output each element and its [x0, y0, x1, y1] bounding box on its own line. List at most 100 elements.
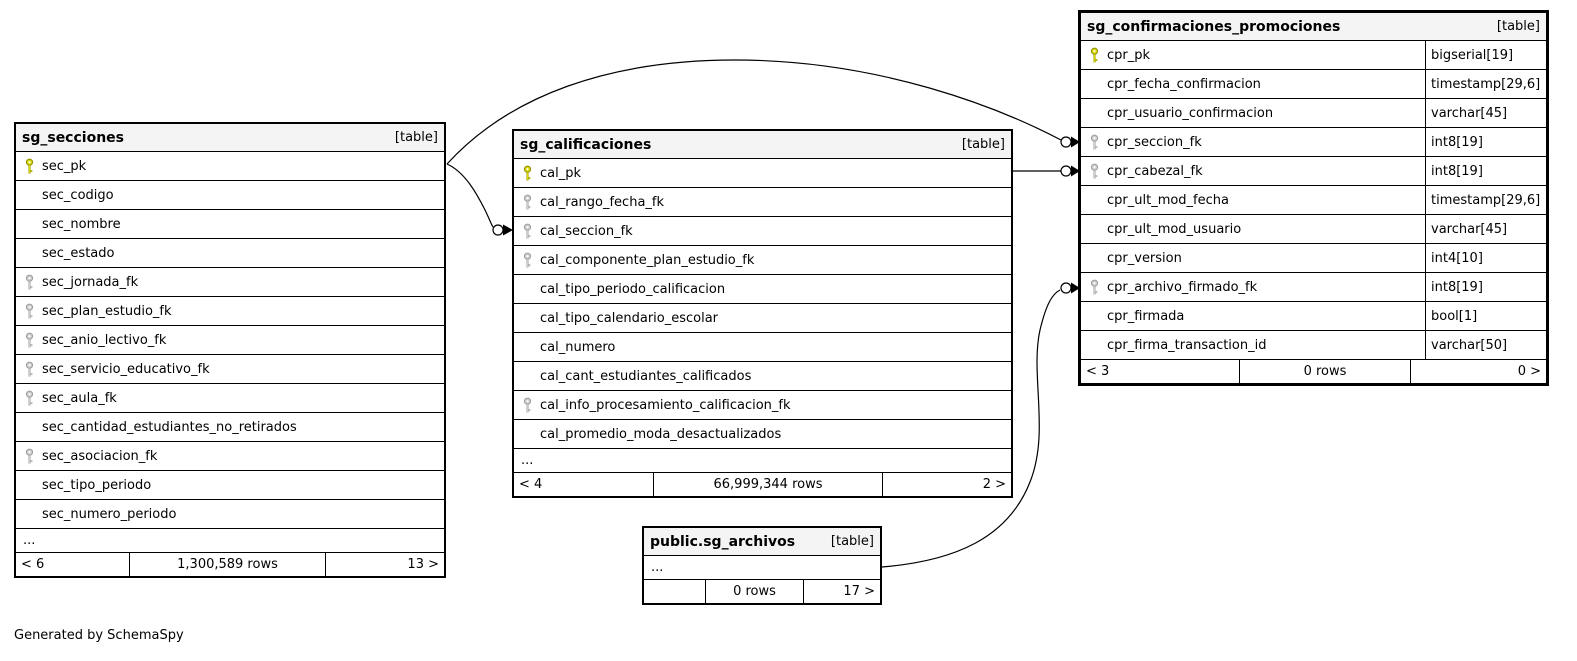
- table-type-badge: [table]: [1496, 19, 1540, 34]
- column-row-sec_nombre[interactable]: sec_nombre: [16, 210, 444, 239]
- column-row-cal_tipo_periodo_calificacion[interactable]: cal_tipo_periodo_calificacion: [514, 275, 1011, 304]
- column-name: cpr_ult_mod_fecha: [1107, 192, 1229, 208]
- key-glyph: [523, 252, 531, 267]
- column-row-cpr_seccion_fk[interactable]: cpr_seccion_fk int8[19]: [1081, 128, 1546, 157]
- key-glyph: [1090, 163, 1098, 178]
- table-header[interactable]: public.sg_archivos [table]: [644, 528, 880, 556]
- key-glyph: [25, 448, 33, 463]
- column-row-sec_cantidad_estudiantes_no_retirados[interactable]: sec_cantidad_estudiantes_no_retirados: [16, 413, 444, 442]
- ellipsis-row: ...: [644, 556, 880, 580]
- row-count: 0 rows: [705, 580, 803, 603]
- relationship-calificaciones-to-confirmaciones: [1013, 165, 1080, 177]
- column-name: cpr_cabezal_fk: [1107, 163, 1203, 179]
- key-glyph: [1090, 47, 1098, 62]
- zero-or-one-circle: [1060, 136, 1072, 148]
- column-row-sec_tipo_periodo[interactable]: sec_tipo_periodo: [16, 471, 444, 500]
- column-name: sec_cantidad_estudiantes_no_retirados: [42, 419, 297, 435]
- column-row-sec_aula_fk[interactable]: sec_aula_fk: [16, 384, 444, 413]
- column-name: sec_tipo_periodo: [42, 477, 152, 493]
- column-row-cal_numero[interactable]: cal_numero: [514, 333, 1011, 362]
- hidden-parents-count: < 4: [519, 477, 543, 492]
- foreign-key-icon: [514, 252, 540, 269]
- column-name: cal_rango_fecha_fk: [540, 194, 665, 210]
- hidden-parents-count: < 3: [1086, 364, 1110, 379]
- column-name: cpr_usuario_confirmacion: [1107, 105, 1274, 121]
- column-type: int8[19]: [1425, 273, 1546, 301]
- column-name: cpr_ult_mod_usuario: [1107, 221, 1242, 237]
- hidden-children-count: 13 >: [325, 553, 444, 576]
- column-name: cal_pk: [540, 165, 582, 181]
- column-row-cpr_ult_mod_fecha[interactable]: cpr_ult_mod_fecha timestamp[29,6]: [1081, 186, 1546, 215]
- column-row-cal_seccion_fk[interactable]: cal_seccion_fk: [514, 217, 1011, 246]
- column-row-cal_pk[interactable]: cal_pk: [514, 159, 1011, 188]
- foreign-key-icon: [16, 303, 42, 320]
- table-header[interactable]: sg_confirmaciones_promociones [table]: [1081, 13, 1546, 41]
- column-type: timestamp[29,6]: [1425, 186, 1546, 214]
- hidden-children-count: 17 >: [803, 580, 880, 603]
- column-row-sec_anio_lectivo_fk[interactable]: sec_anio_lectivo_fk: [16, 326, 444, 355]
- table-sg-calificaciones[interactable]: sg_calificaciones [table] cal_pk cal_rang…: [512, 129, 1013, 498]
- table-header[interactable]: sg_secciones [table]: [16, 124, 444, 152]
- generated-by-note: Generated by SchemaSpy: [14, 628, 184, 643]
- table-title: public.sg_archivos: [650, 533, 796, 550]
- arrowhead-icon: [1071, 282, 1080, 294]
- column-row-cal_promedio_moda_desactualizados[interactable]: cal_promedio_moda_desactualizados: [514, 420, 1011, 449]
- table-footer: < 4 66,999,344 rows 2 >: [514, 473, 1011, 496]
- primary-key-icon: [1081, 47, 1107, 64]
- ellipsis-text: ...: [521, 453, 534, 468]
- relationship-secciones-to-calificaciones: [446, 163, 513, 236]
- column-name: cal_seccion_fk: [540, 223, 633, 239]
- key-glyph: [25, 158, 33, 173]
- hidden-parents-count: < 6: [21, 557, 45, 572]
- column-type: int8[19]: [1425, 157, 1546, 185]
- column-row-sec_pk[interactable]: sec_pk: [16, 152, 444, 181]
- column-type: int8[19]: [1425, 128, 1546, 156]
- column-name: cal_numero: [540, 339, 616, 355]
- column-row-sec_numero_periodo[interactable]: sec_numero_periodo: [16, 500, 444, 529]
- arrowhead-icon: [503, 224, 513, 236]
- table-public-sg-archivos[interactable]: public.sg_archivos [table] ... 0 rows 17…: [642, 526, 882, 605]
- key-glyph: [1090, 279, 1098, 294]
- column-name: sec_asociacion_fk: [42, 448, 158, 464]
- column-row-cal_rango_fecha_fk[interactable]: cal_rango_fecha_fk: [514, 188, 1011, 217]
- column-row-cal_tipo_calendario_escolar[interactable]: cal_tipo_calendario_escolar: [514, 304, 1011, 333]
- column-name: cal_promedio_moda_desactualizados: [540, 426, 782, 442]
- key-glyph: [25, 332, 33, 347]
- zero-or-one-circle: [492, 224, 504, 236]
- relationship-archivos-to-confirmaciones: [881, 282, 1080, 568]
- column-name: cpr_version: [1107, 250, 1182, 266]
- column-row-sec_jornada_fk[interactable]: sec_jornada_fk: [16, 268, 444, 297]
- column-name: cal_componente_plan_estudio_fk: [540, 252, 755, 268]
- column-row-sec_plan_estudio_fk[interactable]: sec_plan_estudio_fk: [16, 297, 444, 326]
- column-row-cal_info_procesamiento_calificacion_fk[interactable]: cal_info_procesamiento_calificacion_fk: [514, 391, 1011, 420]
- table-type-badge: [table]: [961, 137, 1005, 152]
- column-row-cpr_cabezal_fk[interactable]: cpr_cabezal_fk int8[19]: [1081, 157, 1546, 186]
- column-row-sec_estado[interactable]: sec_estado: [16, 239, 444, 268]
- column-name: cpr_firmada: [1107, 308, 1185, 324]
- column-row-cal_cant_estudiantes_calificados[interactable]: cal_cant_estudiantes_calificados: [514, 362, 1011, 391]
- table-header[interactable]: sg_calificaciones [table]: [514, 131, 1011, 159]
- column-row-sec_asociacion_fk[interactable]: sec_asociacion_fk: [16, 442, 444, 471]
- foreign-key-icon: [16, 332, 42, 349]
- column-row-sec_codigo[interactable]: sec_codigo: [16, 181, 444, 210]
- column-row-sec_servicio_educativo_fk[interactable]: sec_servicio_educativo_fk: [16, 355, 444, 384]
- foreign-key-icon: [514, 223, 540, 240]
- column-name: cpr_seccion_fk: [1107, 134, 1202, 150]
- column-row-cal_componente_plan_estudio_fk[interactable]: cal_componente_plan_estudio_fk: [514, 246, 1011, 275]
- column-name: cpr_pk: [1107, 47, 1151, 63]
- column-name: cpr_fecha_confirmacion: [1107, 76, 1261, 92]
- table-sg-confirmaciones-promociones[interactable]: sg_confirmaciones_promociones [table] cp…: [1078, 10, 1549, 386]
- column-name: cpr_firma_transaction_id: [1107, 337, 1267, 353]
